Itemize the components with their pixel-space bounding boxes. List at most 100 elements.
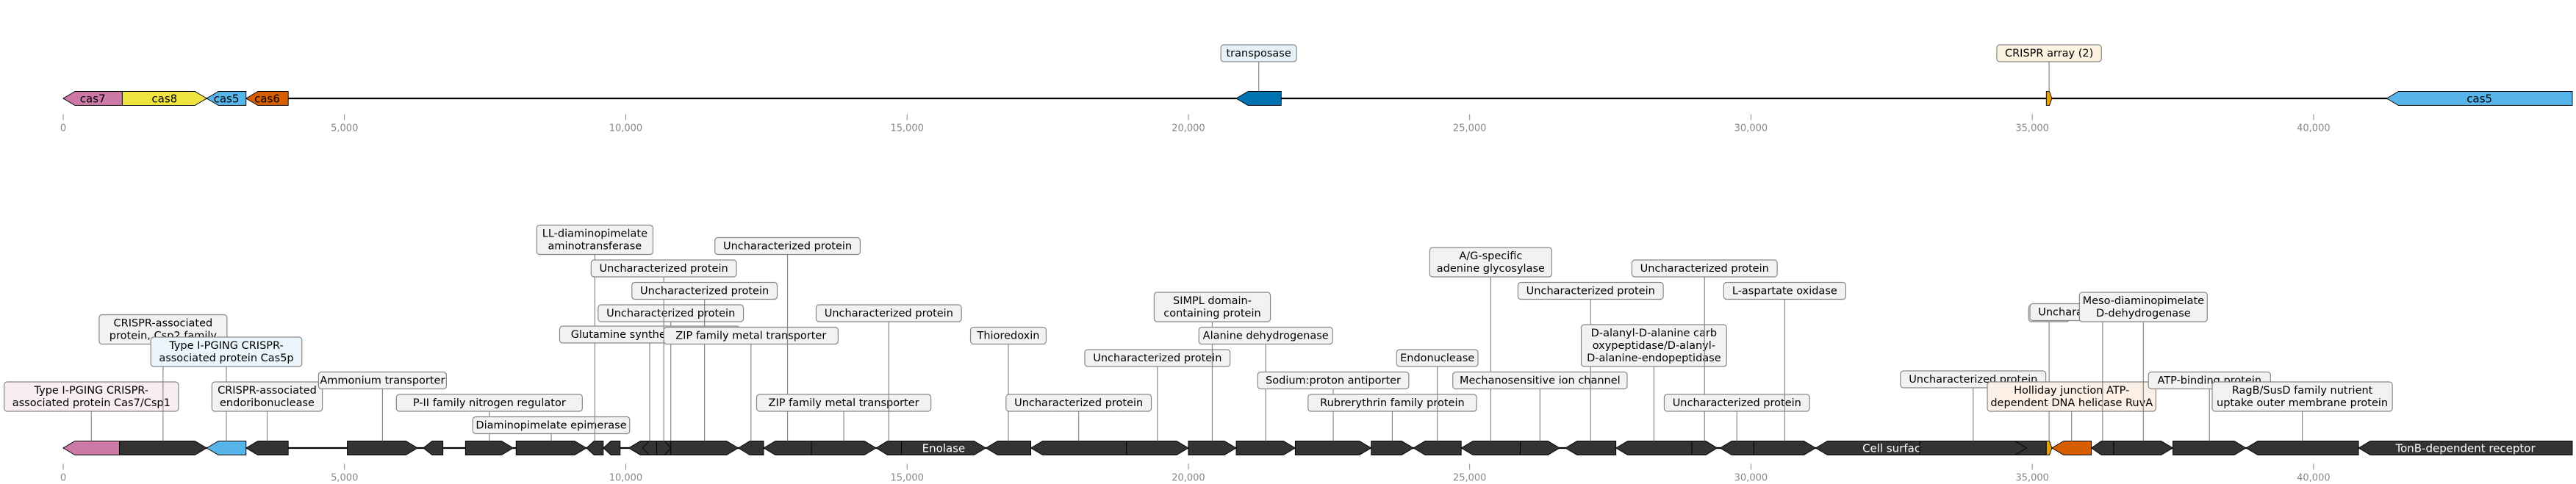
tick-label: 10,000 (609, 123, 643, 134)
callout-box (1580, 324, 1727, 367)
gene-arrow (1126, 441, 1189, 455)
callout-box (1996, 44, 2102, 62)
gene-arrow (985, 441, 1032, 455)
callout-text: adenine glycosylase (1437, 263, 1545, 275)
gene-arrow (737, 441, 764, 455)
callout-box (1517, 281, 1664, 300)
callout-box (1663, 394, 1810, 412)
callout-text: D-dehydrogenase (2096, 308, 2191, 319)
gene-arrow (464, 441, 514, 455)
gene-arrow (245, 441, 289, 455)
callout-text: Uncharacterized protein (606, 308, 735, 319)
tick-label: 30,000 (1734, 473, 1768, 484)
callout-box (1153, 292, 1271, 322)
gene-arrow (2173, 441, 2247, 455)
gene-arrow (1188, 441, 1237, 455)
gene-arrow (642, 441, 658, 455)
callout-box (1198, 326, 1333, 345)
callout-text: Uncharacterized protein (723, 241, 852, 253)
callout-text: Diaminopimelate epimerase (476, 420, 626, 432)
callout-text: Thioredoxin (977, 331, 1040, 342)
tick-label: 30,000 (1734, 123, 1768, 134)
gene-arrow (206, 91, 247, 106)
callout-text: Uncharacterized protein (1526, 286, 1655, 297)
callout-text: CRISPR-associated (218, 385, 317, 397)
gene-arrow (245, 91, 289, 106)
tick-label: 15,000 (890, 473, 924, 484)
callout-box (1220, 44, 1297, 62)
gene-label: Enolase (922, 442, 966, 455)
gene-arrow (2113, 441, 2174, 455)
callout-box (1723, 281, 1846, 300)
callout-text: Alanine dehydrogenase (1203, 331, 1329, 342)
gene-arrow (875, 441, 903, 455)
tick-label: 20,000 (1172, 473, 1205, 484)
callout-text: uptake outer membrane protein (2217, 397, 2388, 409)
tick-label: 25,000 (1453, 473, 1487, 484)
callout-text: D-alanyl-D-alanine carb (1591, 328, 1717, 339)
tick-label: 40,000 (2297, 473, 2331, 484)
callout-text: Uncharacterized protein (640, 286, 769, 297)
callout-box (1987, 381, 2156, 412)
callout-box (714, 236, 861, 256)
callout-box (1257, 371, 1410, 390)
tick-label: 20,000 (1172, 123, 1205, 134)
gene-arrow (1564, 441, 1617, 455)
callout-box (211, 381, 323, 412)
gene-arrow (1371, 441, 1415, 455)
gene-arrow (1235, 91, 1282, 106)
gene-arrow (62, 91, 123, 106)
tick-label: 40,000 (2297, 123, 2331, 134)
gene-arrow (1294, 441, 1372, 455)
callout-text: dependent DNA helicase RuvA (1990, 397, 2153, 409)
callout-box (1307, 394, 1477, 412)
callout-box (590, 259, 737, 278)
gene-arrow (1235, 441, 1296, 455)
gene-arrow (603, 441, 621, 455)
callout-box (150, 336, 303, 367)
callout-text: Meso-diaminopimelate (2083, 295, 2205, 307)
callout-box (1631, 259, 1778, 278)
callout-text: Ammonium transporter (320, 375, 445, 387)
gene-arrow (2051, 441, 2092, 455)
callout-text: Sodium:proton antiporter (1266, 375, 1401, 387)
gene-arrow (1691, 441, 1718, 455)
callout-box (969, 326, 1047, 345)
gene-label: cas8 (151, 93, 177, 106)
gene-arrow (811, 441, 877, 455)
gene-arrow (2386, 91, 2573, 106)
gene-arrow (423, 441, 444, 455)
callout-text: ZIP family metal transporter (675, 331, 826, 342)
callout-box (1429, 247, 1553, 278)
callout-text: Holliday junction ATP- (2014, 385, 2129, 397)
gene-arrow (2090, 441, 2114, 455)
callout-text: Uncharacterized protein (1093, 353, 1221, 364)
gene-label: cas5 (2466, 93, 2492, 106)
callout-text: associated protein Cas7/Csp1 (12, 397, 171, 409)
callout-text: SIMPL domain- (1173, 295, 1252, 307)
gene-arrow (121, 91, 208, 106)
callout-box (4, 381, 179, 412)
gene-arrow (901, 441, 987, 455)
callout-box (472, 416, 631, 435)
callout-box (598, 304, 745, 322)
callout-text: LL-diaminopimelate (542, 228, 647, 240)
callout-text: Rubrerythrin family protein (1320, 397, 1465, 409)
gene-arrow (1030, 441, 1127, 455)
gene-arrow (347, 441, 419, 455)
tick-label: 15,000 (890, 123, 924, 134)
gene-arrow (763, 441, 812, 455)
callout-text: CRISPR array (2) (2005, 48, 2093, 59)
gene-arrow (1520, 441, 1561, 455)
callout-box (631, 281, 778, 300)
tick-label: 0 (60, 473, 66, 484)
gene-arrow (1413, 441, 1462, 455)
gene-arrow (670, 441, 739, 455)
tick-label: 5,000 (331, 123, 358, 134)
callout-box (1396, 349, 1479, 367)
callout-text: Endonuclease (1400, 353, 1474, 364)
callout-box (815, 304, 962, 322)
tick-label: 0 (60, 123, 66, 134)
callout-box (2078, 292, 2208, 322)
callout-box (1084, 349, 1231, 367)
